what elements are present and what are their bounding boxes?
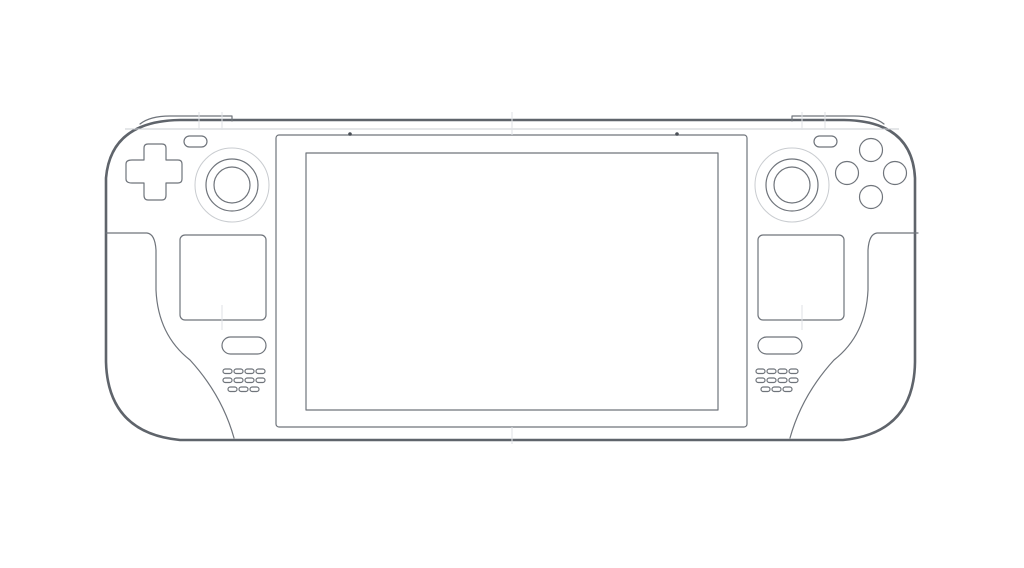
right-thumbstick-icon [754,147,830,223]
speaker-slot [222,368,233,375]
speaker-slot [755,377,766,384]
speaker-slot [788,368,799,375]
speaker-slot [244,368,255,375]
face-button-bottom [858,184,884,210]
left-shoulder-button [139,115,233,125]
right-speaker-grille-icon [755,368,799,393]
console-body [104,118,917,442]
speaker-slot [777,377,788,384]
speaker-slot [233,377,244,384]
speaker-slot [755,368,766,375]
left-sensor-dot [348,132,352,136]
right-grip-line [789,232,919,439]
speaker-slot [766,377,777,384]
face-button-right [882,160,908,186]
speaker-slot [233,368,244,375]
left-thumbstick-icon [194,147,270,223]
speaker-slot [760,386,771,393]
speaker-slot [777,368,788,375]
speaker-slot [255,377,266,384]
dpad-icon [125,143,183,201]
screen-bezel [275,134,748,428]
screen-display [305,152,719,411]
left-speaker-grille-icon [222,368,266,393]
speaker-slot [255,368,266,375]
speaker-slot [244,377,255,384]
speaker-slot [771,386,782,393]
face-buttons-icon [834,137,908,210]
right-shoulder-button [791,115,885,125]
speaker-slot [222,377,233,384]
view-button [183,135,208,148]
menu-button [813,135,838,148]
speaker-slot [788,377,799,384]
steam-button [221,336,267,355]
face-button-top [858,137,884,163]
left-grip-line [105,232,235,439]
speaker-slot [782,386,793,393]
right-sensor-dot [675,132,679,136]
speaker-slot [766,368,777,375]
right-trackpad-icon [757,234,845,321]
face-button-left [834,160,860,186]
panel-seams [198,112,826,444]
speaker-slot [238,386,249,393]
quick-access-button [757,336,803,355]
speaker-slot [227,386,238,393]
left-trackpad-icon [179,234,267,321]
speaker-slot [249,386,260,393]
